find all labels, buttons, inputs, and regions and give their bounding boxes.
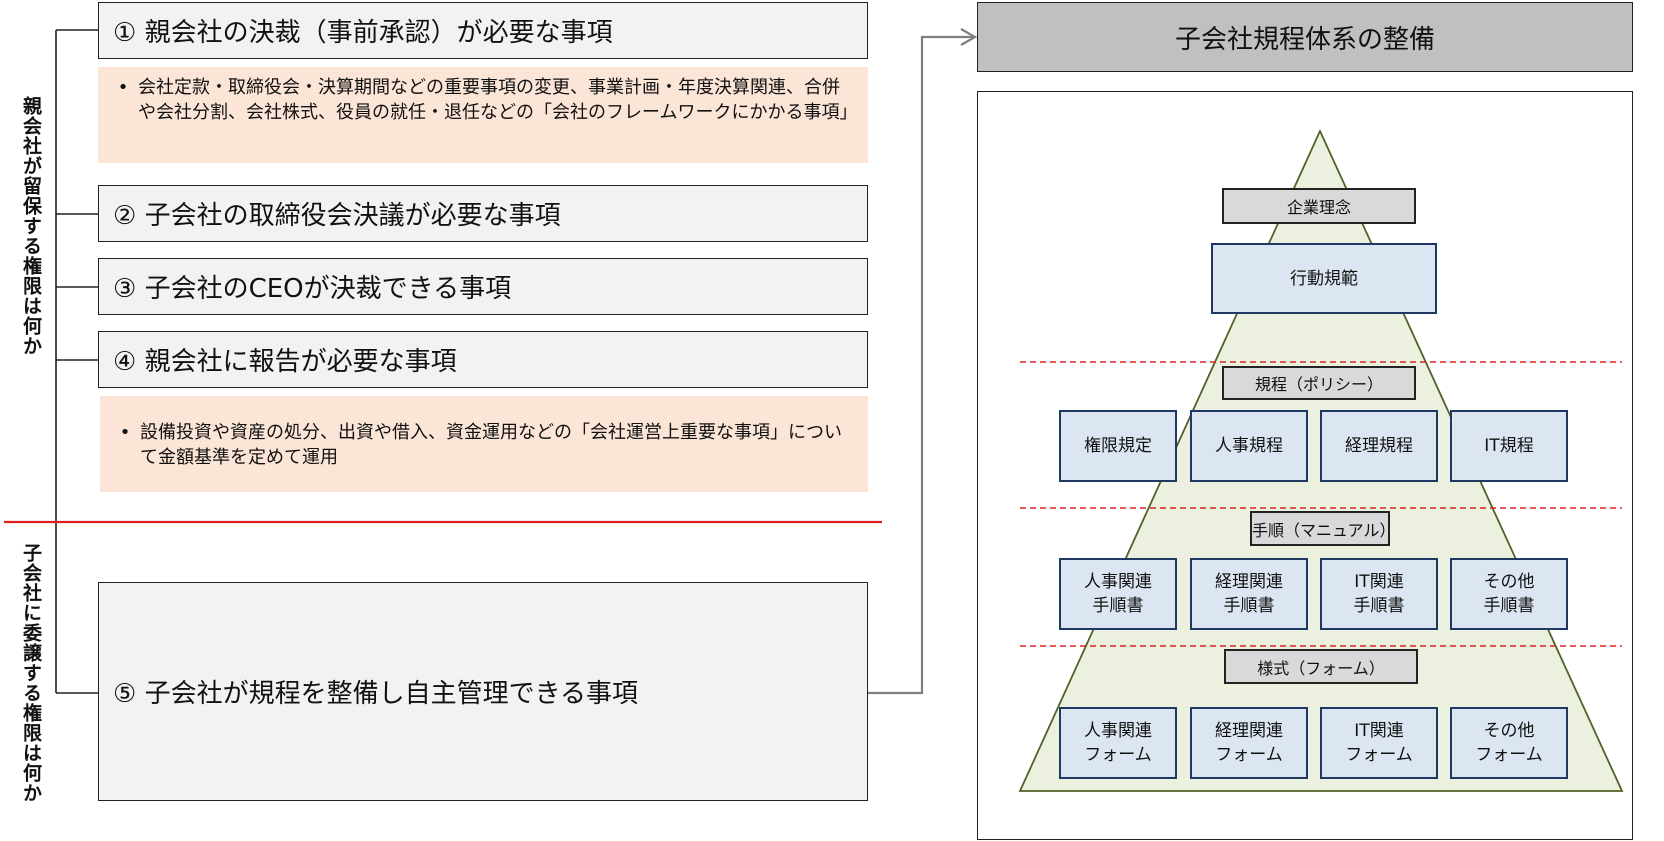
note-text-1: 会社定款・取締役会・決算期間などの重要事項の変更、事業計画・年度決算関連、合併や… [138, 77, 858, 123]
form-cell-4: その他 フォーム [1450, 707, 1568, 779]
item-label-1: ① 親会社の決裁（事前承認）が必要な事項 [113, 18, 613, 48]
manual-line1-3: IT関連 [1354, 572, 1404, 592]
item-box-4: ④ 親会社に報告が必要な事項 [98, 331, 868, 388]
form-line2-1: フォーム [1084, 745, 1152, 765]
manual-line2-3: 手順書 [1353, 596, 1405, 616]
cell-kodo-text: 行動規範 [1290, 268, 1358, 289]
policy-text-1: 権限規定 [1084, 436, 1152, 456]
form-line2-4: フォーム [1475, 745, 1543, 765]
manual-line1-1: 人事関連 [1084, 572, 1152, 592]
label-yoshiki: 様式（フォーム） [1224, 649, 1418, 684]
item-label-5: ⑤ 子会社が規程を整備し自主管理できる事項 [113, 679, 639, 709]
item-box-3: ③ 子会社のCEOが決裁できる事項 [98, 258, 868, 315]
item-box-2: ② 子会社の取締役会決議が必要な事項 [98, 185, 868, 242]
policy-text-2: 人事規程 [1215, 436, 1283, 456]
manual-cell-4: その他 手順書 [1450, 558, 1568, 630]
form-cell-1: 人事関連 フォーム [1059, 707, 1177, 779]
policy-cell-4: IT規程 [1450, 410, 1568, 482]
policy-text-3: 経理規程 [1345, 436, 1413, 456]
form-line1-1: 人事関連 [1084, 721, 1152, 741]
note-bullet-1: • [117, 77, 129, 98]
label-kitei: 規程（ポリシー） [1222, 366, 1416, 400]
form-line1-3: IT関連 [1354, 721, 1404, 741]
form-line2-3: フォーム [1345, 745, 1413, 765]
connector-arrow-line [868, 35, 975, 695]
form-cell-3: IT関連 フォーム [1320, 707, 1438, 779]
arrow-head-icon [960, 28, 978, 46]
item-box-1: ① 親会社の決裁（事前承認）が必要な事項 [98, 2, 868, 59]
form-line2-2: フォーム [1215, 745, 1283, 765]
vertical-label-delegated: 子会社に委譲する権限は何か [20, 543, 42, 803]
right-title: 子会社規程体系の整備 [1174, 24, 1435, 55]
manual-line2-2: 手順書 [1223, 596, 1275, 616]
policy-cell-2: 人事規程 [1190, 410, 1308, 482]
policy-cell-3: 経理規程 [1320, 410, 1438, 482]
form-cell-2: 経理関連 フォーム [1190, 707, 1308, 779]
vertical-label-retained: 親会社が留保する権限は何か [20, 96, 42, 356]
note-box-1: • 会社定款・取締役会・決算期間などの重要事項の変更、事業計画・年度決算関連、合… [98, 67, 868, 163]
label-rinen: 企業理念 [1222, 188, 1416, 224]
right-title-box: 子会社規程体系の整備 [977, 2, 1633, 72]
manual-line2-1: 手順書 [1092, 596, 1144, 616]
note-bullet-2: • [119, 422, 131, 443]
note-text-2: 設備投資や資産の処分、出資や借入、資金運用などの「会社運営上重要な事項」について… [140, 422, 842, 468]
cell-kodo: 行動規範 [1211, 243, 1437, 314]
item-label-4: ④ 親会社に報告が必要な事項 [113, 347, 457, 377]
manual-cell-3: IT関連 手順書 [1320, 558, 1438, 630]
item-label-2: ② 子会社の取締役会決議が必要な事項 [113, 201, 561, 231]
manual-line1-4: その他 [1483, 572, 1535, 592]
pyramid-frame [977, 91, 1633, 840]
manual-line2-4: 手順書 [1483, 596, 1535, 616]
note-box-2: • 設備投資や資産の処分、出資や借入、資金運用などの「会社運営上重要な事項」につ… [100, 396, 868, 492]
form-line1-4: その他 [1483, 721, 1535, 741]
manual-cell-2: 経理関連 手順書 [1190, 558, 1308, 630]
policy-text-4: IT規程 [1484, 436, 1534, 456]
item-box-5: ⑤ 子会社が規程を整備し自主管理できる事項 [98, 582, 868, 801]
manual-cell-1: 人事関連 手順書 [1059, 558, 1177, 630]
form-line1-2: 経理関連 [1215, 721, 1283, 741]
manual-line1-2: 経理関連 [1215, 572, 1283, 592]
policy-cell-1: 権限規定 [1059, 410, 1177, 482]
item-label-3: ③ 子会社のCEOが決裁できる事項 [113, 274, 512, 304]
label-tejun: 手順（マニュアル） [1250, 511, 1396, 546]
